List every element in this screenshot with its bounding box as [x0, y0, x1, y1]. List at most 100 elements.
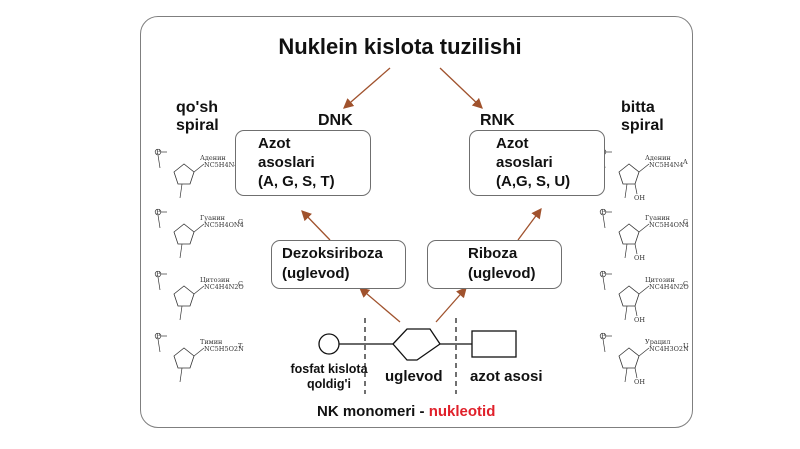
rna-phosphate-3 — [599, 332, 607, 340]
dna-phosphate-letter-1: P — [156, 208, 161, 216]
dna-base-bond-1 — [193, 223, 205, 233]
rna-base-bond-2 — [638, 285, 650, 295]
arrow-riboza-to-rnk-bases — [517, 207, 542, 241]
dna-ch2-bond-1 — [157, 214, 161, 229]
rna-base-name-0: Аденин — [645, 154, 671, 162]
dezoksiriboza-box: Dezoksiriboza (uglevod) — [271, 240, 406, 289]
arrow-title-to-dnk — [343, 67, 391, 109]
dna-phosphate-letter-0: P — [156, 148, 161, 156]
dna-base-formula-1: NC5H4ON4 — [204, 221, 244, 229]
rna-sugar-ring-0 — [618, 163, 640, 185]
rna-phosphate-letter-1: P — [601, 208, 606, 216]
dnk-bases-line3: (A, G, S, T) — [258, 173, 335, 190]
rna-oh-bond-3 — [634, 367, 638, 379]
dna-phosphate-letter-2: P — [156, 270, 161, 278]
left-side-label-line1: qo'sh — [176, 99, 219, 116]
base-label: azot asosi — [470, 368, 543, 385]
phosphate-label-line2: qoldig'i — [307, 377, 351, 391]
arrow-dezoksiriboza-to-dnk-bases — [301, 210, 331, 241]
dna-sugar-ring-3 — [173, 347, 195, 369]
rna-base-letter-1: G — [683, 218, 688, 226]
dna-base-formula-2: NC4H4N2O — [204, 283, 244, 291]
rna-base-name-2: Цитозин — [645, 276, 675, 284]
dna-base-name-1: Гуанин — [200, 214, 225, 222]
arrow-title-to-rnk — [439, 67, 483, 109]
rna-phosphate-1 — [599, 208, 607, 216]
rna-base-letter-0: A — [682, 158, 688, 166]
rna-oh-bond-0 — [634, 183, 638, 195]
rna-base-letter-3: U — [683, 342, 689, 350]
monomer-caption: NK monomeri - nukleotid — [317, 402, 495, 422]
rna-oh-label-2: OH — [634, 316, 645, 324]
phosphate-label-line1: fosfat kislota — [290, 362, 368, 376]
dna-base-bond-2 — [193, 285, 205, 295]
dnk-bases-line1: Azot — [258, 135, 291, 152]
dna-ch2-bond-2 — [157, 276, 161, 291]
rna-oh-bond-2 — [634, 305, 638, 317]
sugar-label: uglevod — [385, 368, 443, 385]
dna-base-formula-0: NC5H4N4 — [204, 161, 238, 169]
dna-phosphate-1 — [154, 208, 162, 216]
dna-sugar-ring-0 — [173, 163, 195, 185]
dna-base-letter-2: C — [238, 280, 243, 288]
dna-phosphate-0 — [154, 148, 162, 156]
rna-phosphate-letter-3: P — [601, 332, 606, 340]
rnk-label: RNK — [480, 112, 515, 129]
rna-ch2-bond-1 — [602, 214, 606, 229]
rna-sugar-ring-2 — [618, 285, 640, 307]
dna-ch2-bond-3 — [157, 338, 161, 353]
dna-phosphate-2 — [154, 270, 162, 278]
rnk-bases-line1: Azot — [496, 135, 529, 152]
dna-base-name-0: Аденин — [200, 154, 226, 162]
dna-phosphate-letter-3: P — [156, 332, 161, 340]
right-side-label-line1: bitta — [621, 99, 655, 116]
rna-base-formula-1: NC5H4ON4 — [649, 221, 689, 229]
rna-base-name-1: Гуанин — [645, 214, 670, 222]
rna-link-3 — [624, 367, 628, 383]
rna-oh-label-0: OH — [634, 194, 645, 202]
riboza-line1: Riboza — [468, 245, 518, 262]
rna-base-formula-3: NC4H3O2N — [649, 345, 689, 353]
rnk-bases-line2: asoslari — [496, 154, 553, 171]
dna-base-bond-3 — [193, 347, 205, 357]
rna-phosphate-letter-2: P — [601, 270, 606, 278]
dnk-bases-box: Azot asoslari (A, G, S, T) — [235, 130, 371, 196]
dna-sugar-ring-1 — [173, 223, 195, 245]
rna-base-letter-2: C — [683, 280, 688, 288]
nucleotide-highlight: nukleotid — [428, 403, 496, 420]
dna-base-letter-1: G — [238, 218, 243, 226]
rnk-bases-box: Azot asoslari (A,G, S, U) — [469, 130, 605, 196]
rna-link-2 — [624, 305, 628, 321]
rna-sugar-ring-1 — [618, 223, 640, 245]
base-rectangle — [471, 330, 517, 358]
dna-link-3 — [179, 367, 183, 383]
dna-base-formula-3: NC5H5O2N — [204, 345, 244, 353]
dezoksiriboza-line1: Dezoksiriboza — [282, 245, 383, 262]
rna-oh-label-1: OH — [634, 254, 645, 262]
dna-phosphate-3 — [154, 332, 162, 340]
dna-sugar-ring-2 — [173, 285, 195, 307]
left-side-label-line2: spiral — [176, 117, 219, 134]
rna-base-bond-0 — [638, 163, 650, 173]
rna-ch2-bond-3 — [602, 338, 606, 353]
page-title: Nuklein kislota tuzilishi — [278, 34, 522, 59]
rna-base-name-3: Урацил — [645, 338, 670, 346]
dezoksiriboza-line2: (uglevod) — [282, 265, 350, 282]
dna-base-name-3: Тимин — [200, 338, 222, 346]
dna-ch2-bond-0 — [157, 154, 161, 169]
dna-base-letter-3: T — [238, 342, 243, 350]
rna-sugar-ring-3 — [618, 347, 640, 369]
arrow-nucleotide-to-riboza — [435, 287, 467, 323]
riboza-line2: (uglevod) — [468, 265, 536, 282]
rna-base-formula-2: NC4H4N2O — [649, 283, 689, 291]
rnk-bases-line3: (A,G, S, U) — [496, 173, 571, 190]
dna-link-1 — [179, 243, 183, 259]
dnk-bases-line2: asoslari — [258, 154, 315, 171]
rna-oh-bond-1 — [634, 243, 638, 255]
dna-base-name-2: Цитозин — [200, 276, 230, 284]
rna-phosphate-2 — [599, 270, 607, 278]
rna-link-0 — [624, 183, 628, 199]
rna-base-bond-1 — [638, 223, 650, 233]
rna-link-1 — [624, 243, 628, 259]
